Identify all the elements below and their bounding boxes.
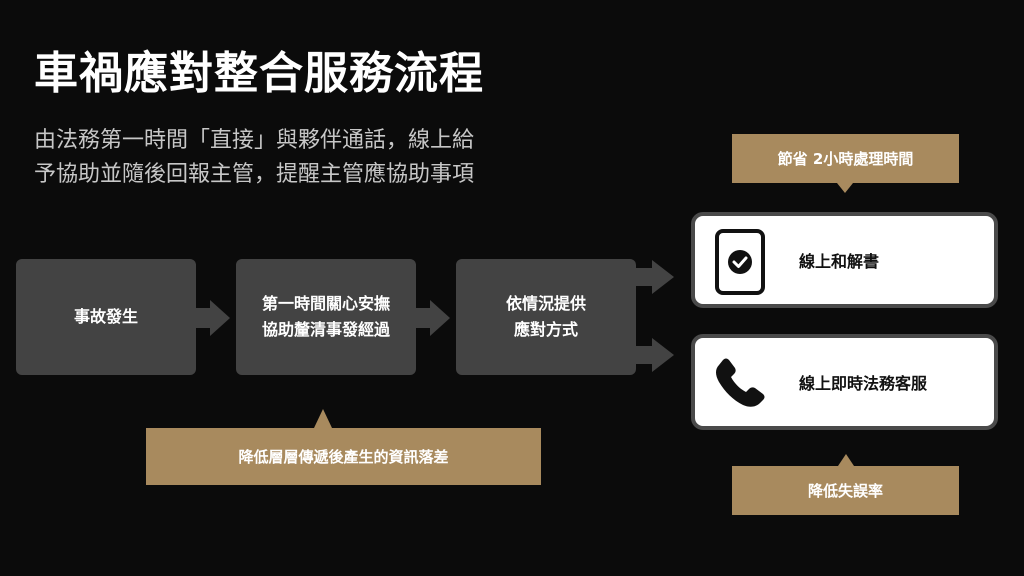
subtitle-line: 由法務第一時間「直接」與夥伴通話，線上給 bbox=[34, 128, 475, 153]
document-check-icon bbox=[715, 229, 765, 295]
flow-arrow-icon bbox=[652, 338, 674, 372]
callout-label: 降低失誤率 bbox=[807, 482, 883, 500]
flow-arrow-icon bbox=[652, 260, 674, 294]
phone-icon bbox=[716, 358, 765, 407]
result-label: 線上和解書 bbox=[799, 252, 880, 271]
callout-reduce-error-rate: 降低失誤率 bbox=[732, 466, 959, 515]
step-label: 事故發生 bbox=[73, 307, 138, 326]
callout-pointer bbox=[837, 183, 853, 193]
callout-label: 節省 2小時處理時間 bbox=[777, 150, 914, 168]
result-online-legal-service: 線上即時法務客服 bbox=[691, 334, 998, 430]
callout-pointer bbox=[838, 454, 854, 466]
slide-subtitle: 由法務第一時間「直接」與夥伴通話，線上給 予協助並隨後回報主管，提醒主管應協助事… bbox=[34, 124, 574, 192]
flow-step-response: 依情況提供 應對方式 bbox=[456, 259, 636, 375]
callout-pointer bbox=[314, 409, 332, 428]
flow-arrow-icon bbox=[210, 300, 230, 336]
flow-arrow-shaft bbox=[636, 268, 652, 286]
step-label: 第一時間關心安撫 bbox=[261, 294, 390, 313]
flow-arrow-shaft bbox=[196, 308, 210, 328]
result-online-settlement: 線上和解書 bbox=[691, 212, 998, 308]
subtitle-line: 予協助並隨後回報主管，提醒主管應協助事項 bbox=[34, 162, 475, 187]
callout-reduce-info-gap: 降低層層傳遞後產生的資訊落差 bbox=[146, 428, 541, 485]
step-label: 協助釐清事發經過 bbox=[261, 320, 390, 339]
flow-arrow-icon bbox=[430, 300, 450, 336]
flow-step-comfort: 第一時間關心安撫 協助釐清事發經過 bbox=[236, 259, 416, 375]
flow-arrow-shaft bbox=[416, 308, 430, 328]
flow-step-accident: 事故發生 bbox=[16, 259, 196, 375]
step-label: 應對方式 bbox=[513, 320, 578, 339]
callout-label: 降低層層傳遞後產生的資訊落差 bbox=[238, 448, 449, 466]
step-label: 依情況提供 bbox=[505, 294, 586, 313]
slide-title: 車禍應對整合服務流程 bbox=[34, 48, 484, 99]
callout-save-time: 節省 2小時處理時間 bbox=[732, 134, 959, 183]
result-label: 線上即時法務客服 bbox=[799, 374, 928, 393]
flow-arrow-shaft bbox=[636, 346, 652, 364]
